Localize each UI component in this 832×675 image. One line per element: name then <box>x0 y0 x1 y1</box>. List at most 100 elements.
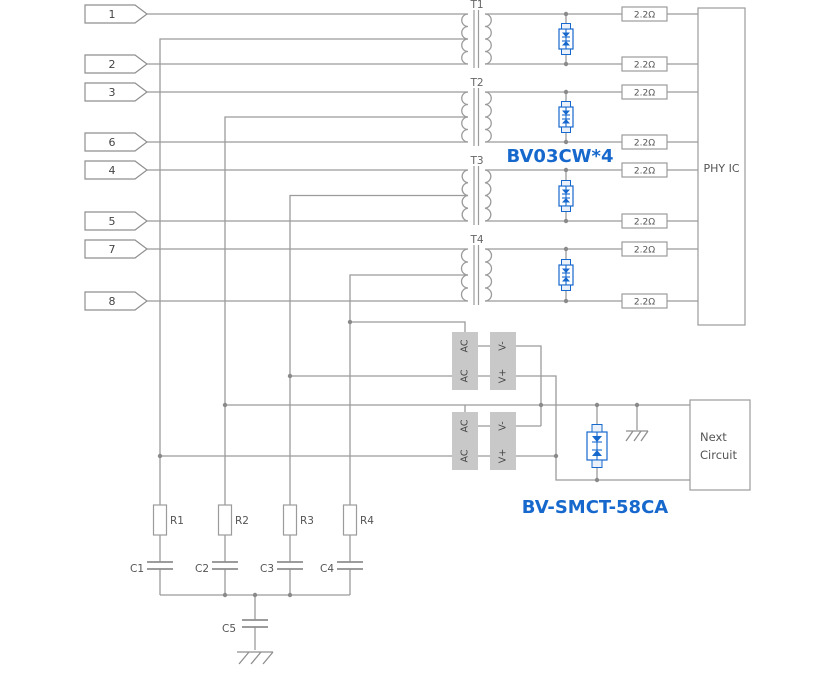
primary-winding <box>461 13 469 65</box>
junction-dot <box>287 592 293 598</box>
junction-dot <box>222 592 228 598</box>
rectifier-tvs-diode <box>586 423 608 469</box>
pin-connector-shape <box>84 82 148 102</box>
bridge-vminus-label: V- <box>498 421 509 430</box>
resistor-r1 <box>152 504 168 536</box>
junction-dot <box>563 61 569 67</box>
resistor-label: R3 <box>300 515 314 527</box>
secondary-wires <box>485 13 698 302</box>
secondary-winding <box>484 169 492 222</box>
phy-ic-block: PHY IC <box>697 7 746 326</box>
pin-connector-shape <box>84 132 148 152</box>
transformer-core <box>473 10 480 68</box>
termination-wires <box>159 535 351 650</box>
transformer-label: T2 <box>469 77 483 89</box>
series-resistor <box>621 213 668 229</box>
bridge-ac-label: AC <box>460 339 471 352</box>
junction-dot <box>287 373 293 379</box>
tvs-diode-array <box>558 22 574 56</box>
series-resistor <box>621 134 668 150</box>
junction-dot <box>634 402 640 408</box>
transformer-label: T1 <box>469 0 483 11</box>
resistor-r3 <box>282 504 298 536</box>
bridge-rectifier-1: AC AC V- V+ <box>452 332 516 390</box>
pin-connector-shape <box>84 54 148 74</box>
tvs-array-part-label: BV03CW*4 <box>507 146 614 167</box>
bridge-dc-block <box>490 412 516 470</box>
next-circuit-box <box>689 399 751 491</box>
resistor-r2 <box>217 504 233 536</box>
bridge-output-wires <box>516 345 690 481</box>
primary-winding <box>460 248 469 302</box>
primary-winding <box>461 91 469 143</box>
junction-dot <box>553 453 559 459</box>
bridge-vplus-label: V+ <box>498 449 509 463</box>
pin-label: 4 <box>109 164 116 177</box>
capacitor-label: C5 <box>222 623 236 635</box>
transformer-t3: T3 <box>461 155 492 225</box>
series-resistor-value: 2.2Ω <box>634 89 655 99</box>
capacitor-label: C2 <box>195 563 209 575</box>
series-resistor <box>621 293 668 309</box>
ground-icon <box>625 430 649 442</box>
primary-winding <box>461 169 469 222</box>
bridge-ac-block <box>452 332 478 390</box>
transformer-t2: T2 <box>461 77 492 146</box>
series-resistor-value: 2.2Ω <box>634 246 655 256</box>
bridge-ac-label: AC <box>460 419 471 432</box>
series-resistor-value: 2.2Ω <box>634 298 655 308</box>
secondary-winding <box>484 248 493 302</box>
junction-dot <box>563 218 569 224</box>
resistor-label: R1 <box>170 515 184 527</box>
junction-dot <box>563 246 569 252</box>
capacitor-label: C1 <box>130 563 144 575</box>
pin-wires <box>147 13 468 302</box>
pin-label: 6 <box>109 136 116 149</box>
bridge-input-wires <box>160 321 690 457</box>
series-resistor <box>621 6 668 22</box>
pin-label: 1 <box>109 8 116 21</box>
junction-dot <box>563 89 569 95</box>
junction-dot <box>594 402 600 408</box>
junction-dot <box>594 477 600 483</box>
tvs-diode-array <box>558 258 574 292</box>
secondary-winding <box>484 91 492 143</box>
chassis-ground-icon <box>237 651 274 665</box>
pin-label: 7 <box>109 243 116 256</box>
series-resistor-value: 2.2Ω <box>634 139 655 149</box>
pin-label: 3 <box>109 86 116 99</box>
pin-connector-shape <box>84 4 148 24</box>
capacitor-plates <box>147 561 363 628</box>
capacitor-label: C3 <box>260 563 274 575</box>
junction-dot <box>563 167 569 173</box>
series-resistor <box>621 84 668 100</box>
bridge-ac-label: AC <box>460 449 471 462</box>
junction-dot <box>222 402 228 408</box>
resistor-label: R2 <box>235 515 249 527</box>
junction-dot <box>347 319 353 325</box>
next-circuit-label-line2: Circuit <box>700 448 738 462</box>
next-circuit-label-line1: Next <box>700 430 727 444</box>
bridge-link-stubs <box>478 345 490 457</box>
termination-network: R1 R2 R3 R4 C1 C2 C3 C4 C5 <box>130 504 374 665</box>
transformer-core <box>473 245 480 305</box>
input-pins: 1 2 3 6 4 5 7 8 <box>84 4 148 311</box>
wiring <box>147 13 698 650</box>
tvs-diode-array <box>558 179 574 213</box>
series-resistor-value: 2.2Ω <box>634 11 655 21</box>
bridge-ac-label: AC <box>460 369 471 382</box>
capacitor-label: C4 <box>320 563 334 575</box>
series-resistor <box>621 162 668 178</box>
pin-label: 8 <box>109 295 116 308</box>
tvs-diode-array <box>558 100 574 134</box>
phy-ic-box <box>697 7 746 326</box>
transformer-label: T3 <box>469 155 483 167</box>
bridge-vplus-label: V+ <box>498 369 509 383</box>
pin-connector-shape <box>84 211 148 231</box>
transformer-core <box>473 88 480 146</box>
bridge-ac-block <box>452 412 478 470</box>
junction-dot <box>563 11 569 17</box>
next-circuit-block: Next Circuit <box>689 399 751 491</box>
